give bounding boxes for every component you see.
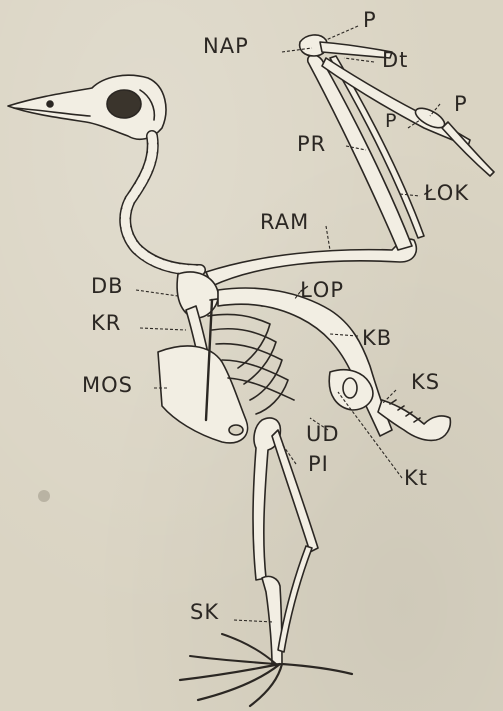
label-lok: ŁOK [424,183,469,204]
stain-dot [38,490,50,502]
label-lop: ŁOP [300,280,344,301]
label-kr: KR [91,313,121,334]
label-sk: SK [190,602,219,623]
label-nap: NAP [203,36,249,57]
label-kt: Kt [404,468,428,489]
label-ks: KS [411,372,440,393]
label-p-small: P [385,112,397,131]
label-pr: PR [297,134,326,155]
label-kb: KB [362,328,392,349]
label-mos: MOS [82,375,133,396]
skull [8,75,166,139]
label-p-top: P [363,10,377,31]
label-pi: PI [308,454,329,475]
wing-bones [206,35,494,286]
label-db: DB [91,276,124,297]
label-ud: UD [306,424,340,445]
neck-vertebrae [125,136,200,270]
label-ram: RAM [260,212,309,233]
pelvis-and-tail [218,288,450,440]
label-dt: Dt [382,50,408,71]
label-p-right: P [454,94,468,115]
